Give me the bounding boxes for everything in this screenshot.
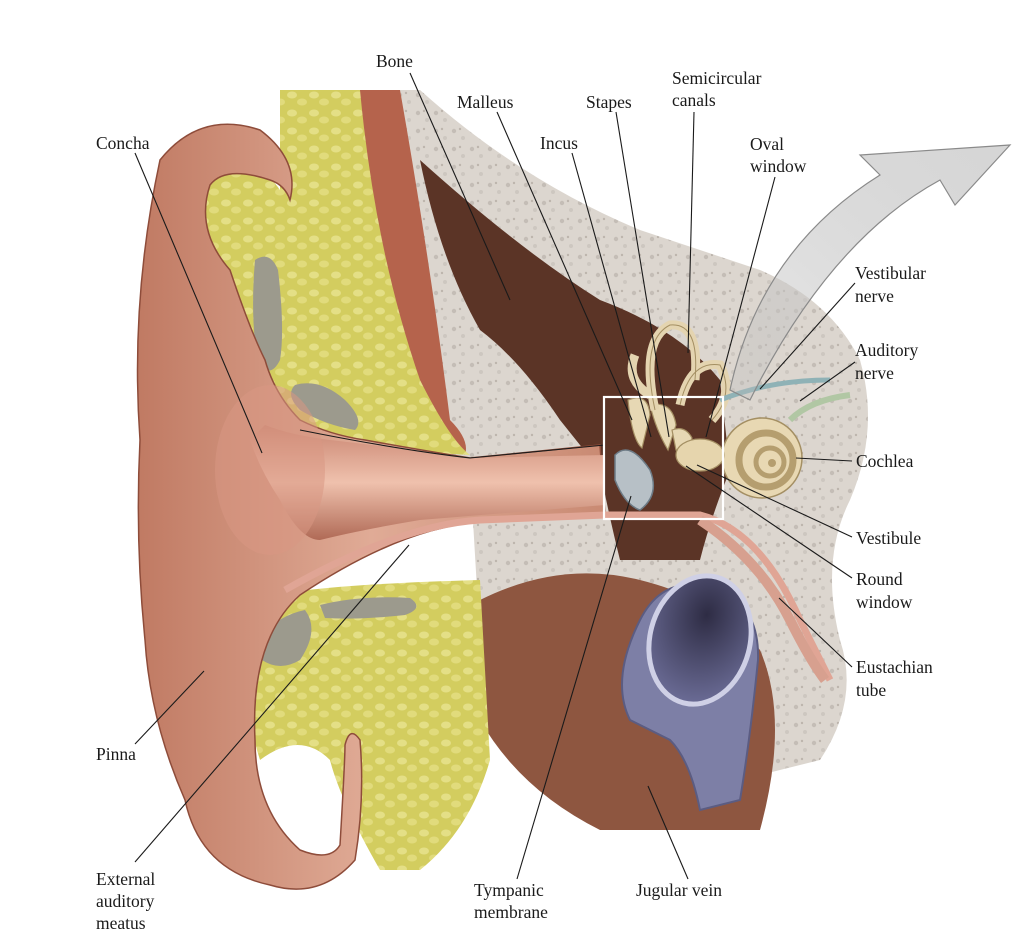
concha-bowl xyxy=(215,385,325,555)
label-bone: Bone xyxy=(376,51,413,71)
cartilage-upper xyxy=(253,256,283,371)
leader-lines xyxy=(134,72,856,880)
label-oval-window: Oval window xyxy=(750,134,807,176)
label-stapes: Stapes xyxy=(586,92,632,112)
auditory-nerve-shape xyxy=(787,392,851,423)
direction-arrow xyxy=(729,144,1012,401)
jugular-vein-opening xyxy=(646,573,754,707)
label-eustachian-tube: Eustachian tube xyxy=(856,657,937,700)
label-round-window: Round window xyxy=(856,569,913,612)
label-malleus: Malleus xyxy=(457,92,514,112)
label-vestibular-nerve: Vestibular nerve xyxy=(855,263,930,306)
fatty-tissue-lower xyxy=(246,580,490,870)
label-external-auditory-meatus: External auditory meatus xyxy=(96,869,160,933)
label-tympanic-membrane: Tympanic membrane xyxy=(474,880,548,922)
label-semicircular-canals: Semicircular canals xyxy=(672,68,766,110)
muscle-band xyxy=(355,90,466,455)
vestibular-nerve-shape xyxy=(719,377,831,403)
incus-shape xyxy=(649,403,677,452)
labels: Bone Malleus Stapes Semicircular canals … xyxy=(96,51,937,933)
cartilage-mid xyxy=(291,383,359,430)
illustration xyxy=(136,90,1012,890)
ear-canal xyxy=(250,425,605,540)
malleus-shape xyxy=(627,397,651,450)
middle-ear-cavity xyxy=(420,160,730,560)
ossicles xyxy=(627,397,693,452)
label-jugular-vein: Jugular vein xyxy=(636,880,722,900)
cochlea-shape xyxy=(721,417,803,499)
label-cochlea: Cochlea xyxy=(856,451,914,471)
middle-ear-highlight-box xyxy=(602,395,725,521)
label-auditory-nerve: Auditory nerve xyxy=(855,340,923,383)
canal-outline-bottom xyxy=(283,511,834,682)
canal-outline-top xyxy=(299,429,606,459)
label-concha: Concha xyxy=(96,133,150,153)
label-pinna: Pinna xyxy=(96,744,136,764)
label-incus: Incus xyxy=(540,133,578,153)
eustachian-tube-shape xyxy=(697,515,830,683)
cartilage-lower-2 xyxy=(320,597,417,619)
label-vestibule: Vestibule xyxy=(856,528,921,548)
tympanic-membrane-shape xyxy=(614,449,655,511)
